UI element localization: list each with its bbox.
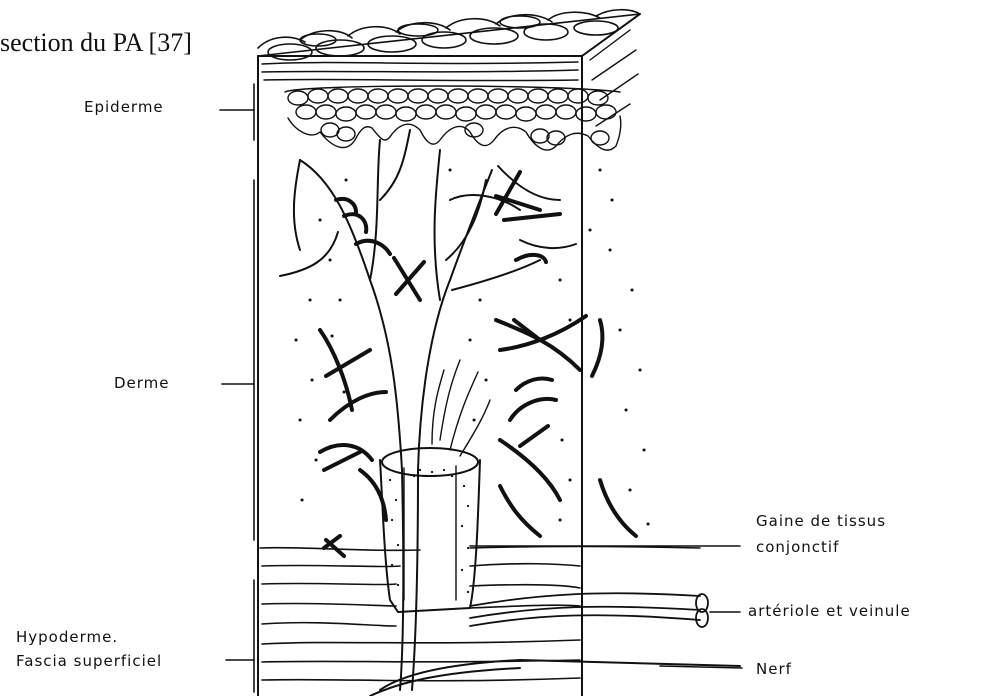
hair-follicle xyxy=(380,448,480,612)
label-epiderme: Epiderme xyxy=(84,98,164,116)
nerve-bundle xyxy=(370,660,740,696)
label-gaine-line1: Gaine de tissus xyxy=(756,512,886,530)
label-derme: Derme xyxy=(114,374,170,392)
label-fascia-superficiel: Fascia superficiel xyxy=(16,652,162,670)
label-nerf: Nerf xyxy=(756,660,792,678)
leader-lines xyxy=(220,84,742,692)
surface-scales xyxy=(258,10,640,60)
label-arteriole-veinule: artériole et veinule xyxy=(748,602,911,620)
epidermal-cells xyxy=(285,86,621,150)
stratum-corneum-lines xyxy=(262,62,578,81)
label-hypoderme: Hypoderme. xyxy=(16,628,118,646)
label-gaine-line2: conjonctif xyxy=(756,538,839,556)
hypodermis-strata xyxy=(260,547,700,681)
arteriole-venule xyxy=(470,593,708,627)
